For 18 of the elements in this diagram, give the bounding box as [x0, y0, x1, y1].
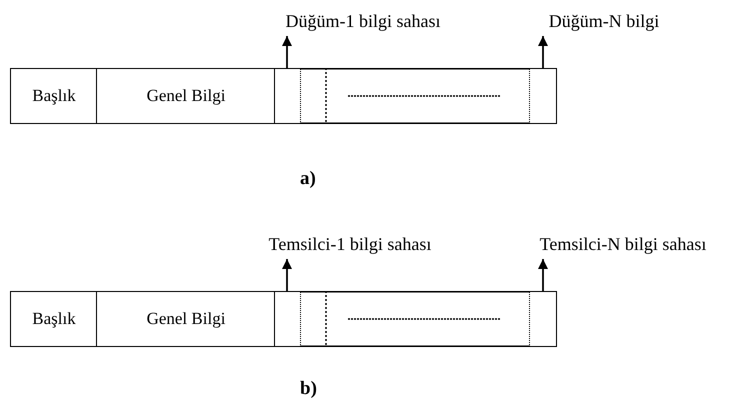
arrow: [538, 259, 548, 291]
record-field: Genel Bilgi: [96, 68, 276, 124]
field-label: Temsilci-N bilgi sahası: [508, 229, 738, 259]
subfigure-label: a): [300, 168, 316, 190]
field-cell: [274, 68, 301, 124]
arrow: [282, 36, 292, 68]
arrow: [538, 36, 548, 68]
field-label: Düğüm-N bilgi: [528, 6, 680, 36]
record-field: Başlık: [10, 291, 98, 347]
record-field: Genel Bilgi: [96, 291, 276, 347]
field-label: Düğüm-1 bilgi sahası: [256, 6, 470, 36]
field-cell: [529, 68, 557, 124]
subfigure-label: b): [300, 378, 317, 400]
field-cell: [529, 291, 557, 347]
arrow: [282, 259, 292, 291]
field-cell: [274, 291, 301, 347]
record-field: Başlık: [10, 68, 98, 124]
field-label: Temsilci-1 bilgi sahası: [236, 229, 464, 259]
